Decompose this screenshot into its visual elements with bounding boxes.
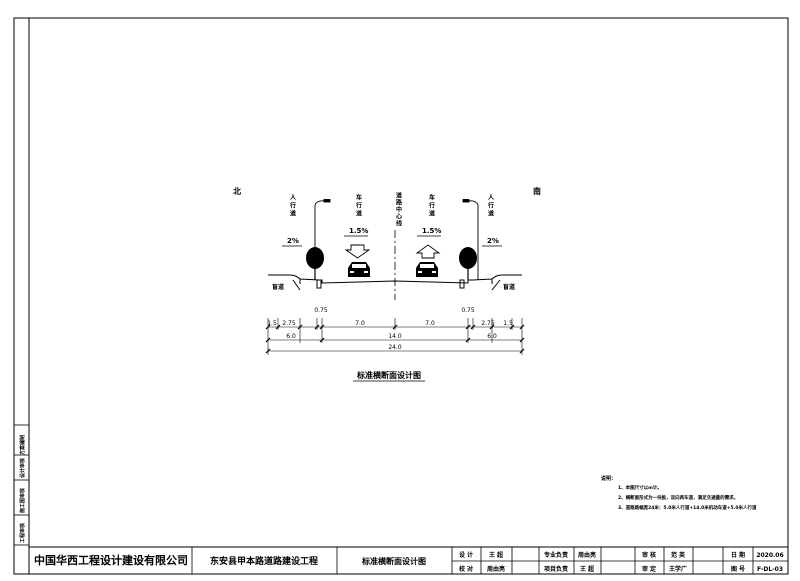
proj-lead-name: 王 超 [580, 565, 595, 573]
svg-text:24.0: 24.0 [388, 344, 402, 351]
arrow-up-icon [415, 244, 441, 259]
drawing-title: 标准横断面设计图 [356, 370, 421, 380]
check-name: 周由亮 [487, 565, 505, 573]
label-carriageway-right: 车行道 [428, 193, 436, 218]
slope-carriageway-right: 1.5% [417, 227, 441, 237]
outer-frame [13, 17, 789, 575]
date-label: 日 期 [731, 551, 745, 559]
side-strip-2: 设计审核 [19, 458, 26, 478]
tree-left-icon [306, 247, 324, 280]
svg-text:2.75: 2.75 [481, 320, 495, 327]
street-light-right [462, 199, 479, 280]
review-name: 范 英 [671, 551, 686, 559]
design-label: 设 计 [459, 551, 473, 559]
design-name: 王 超 [489, 551, 504, 559]
direction-north: 北 [233, 186, 241, 196]
label-carriageway-left: 车行道 [355, 193, 363, 218]
svg-text:1.5%: 1.5% [422, 227, 441, 235]
slope-sidewalk-right: 2% [482, 237, 502, 247]
prof-lead-label: 专业负责 [544, 551, 568, 559]
proj-lead-label: 项目负责 [544, 565, 568, 573]
svg-text:6.0: 6.0 [487, 333, 497, 340]
side-strip-1: 方案编制 [19, 435, 26, 455]
notes-heading: 说明： [601, 475, 616, 482]
svg-text:7.0: 7.0 [355, 320, 365, 327]
review-label: 审 核 [642, 551, 656, 559]
drawing-name: 标准横断面设计图 [361, 556, 426, 566]
svg-text:7.0: 7.0 [425, 320, 435, 327]
company-name: 中国华西工程设计建设有限公司 [34, 553, 188, 567]
svg-text:2%: 2% [287, 237, 299, 245]
direction-south: 南 [533, 186, 541, 196]
side-strip-3: 施工图审核 [19, 488, 26, 514]
dimension-ticks [265, 324, 525, 354]
svg-text:2%: 2% [487, 237, 499, 245]
svg-text:2.75: 2.75 [282, 320, 296, 327]
check-label: 校 对 [459, 565, 473, 573]
slope-carriageway-left: 1.5% [344, 227, 368, 237]
notes-item-1: 1、本图尺寸以m计。 [618, 484, 662, 491]
car-left-icon [348, 262, 370, 277]
number-value: F-DL-03 [757, 566, 783, 573]
notes-item-2: 2、横断面形式为一块板，双向两车道，满足交通量的需求。 [618, 494, 738, 501]
approve-name: 王学广 [669, 565, 687, 573]
ditch-label-left: 盲道 [272, 283, 284, 291]
slope-sidewalk-left: 2% [282, 237, 302, 247]
svg-text:6.0: 6.0 [286, 333, 296, 340]
date-value: 2020.06 [756, 552, 783, 559]
number-label: 图 号 [731, 565, 745, 573]
prof-lead-name: 周由亮 [578, 551, 596, 559]
svg-text:0.75: 0.75 [314, 307, 328, 314]
label-sidewalk-left: 人行道 [289, 193, 297, 218]
arrow-down-icon [344, 244, 371, 259]
tree-right-icon [459, 247, 477, 280]
title-block [29, 546, 788, 574]
notes-item-3: 3、道路路幅宽24米：5.0米人行道+14.0米机动车道+5.0米人行道 [618, 504, 757, 511]
svg-text:0.75: 0.75 [461, 307, 475, 314]
approve-label: 审 定 [642, 565, 656, 573]
svg-text:1.5%: 1.5% [349, 227, 368, 235]
svg-text:14.0: 14.0 [388, 333, 402, 340]
dimension-values: 1.5 2.75 0.75 7.0 7.0 0.75 2.75 1.5 6.0 … [267, 307, 513, 351]
project-name: 东安县甲本路道路建设工程 [210, 555, 318, 567]
car-right-icon [416, 262, 438, 277]
side-strip-4: 工程审核 [19, 523, 26, 543]
svg-text:1.5: 1.5 [267, 320, 277, 327]
label-centerline: 道路中心线 [395, 191, 402, 227]
svg-text:1.5: 1.5 [503, 320, 513, 327]
ditch-label-right: 盲道 [503, 283, 515, 291]
label-sidewalk-right: 人行道 [487, 193, 495, 218]
